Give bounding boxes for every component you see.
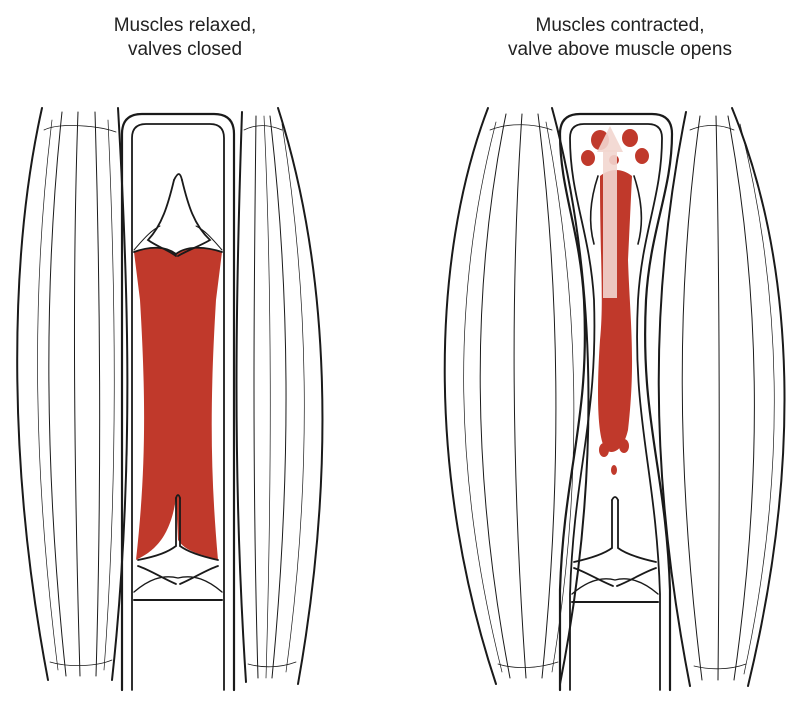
left-muscle-contracted — [443, 107, 590, 685]
left-muscle-relaxed — [16, 107, 129, 681]
vein-squeezed — [558, 112, 674, 692]
right-muscle-contracted — [657, 107, 786, 687]
contracted-title-line2: valve above muscle opens — [508, 39, 732, 60]
blood-splash — [581, 129, 649, 475]
upper-valve-closed — [133, 173, 223, 257]
relaxed-title-line2: valves closed — [127, 39, 243, 60]
contracted-panel-title: Muscles contracted, valve above muscle o… — [455, 14, 785, 62]
contracted-panel — [443, 107, 786, 692]
relaxed-panel-title: Muscles relaxed, valves closed — [60, 14, 310, 62]
right-muscle-relaxed — [235, 107, 324, 685]
upper-valve-open — [589, 175, 643, 245]
blood-column-relaxed — [134, 247, 222, 560]
upward-flow-arrow — [597, 126, 623, 298]
relaxed-panel — [16, 107, 324, 692]
contracted-title-line1: Muscles contracted, — [535, 15, 705, 36]
lower-valve-closed-right — [571, 496, 659, 603]
lower-valve-closed — [133, 494, 223, 601]
relaxed-title-line1: Muscles relaxed, — [113, 15, 257, 36]
vein-relaxed — [120, 112, 236, 692]
